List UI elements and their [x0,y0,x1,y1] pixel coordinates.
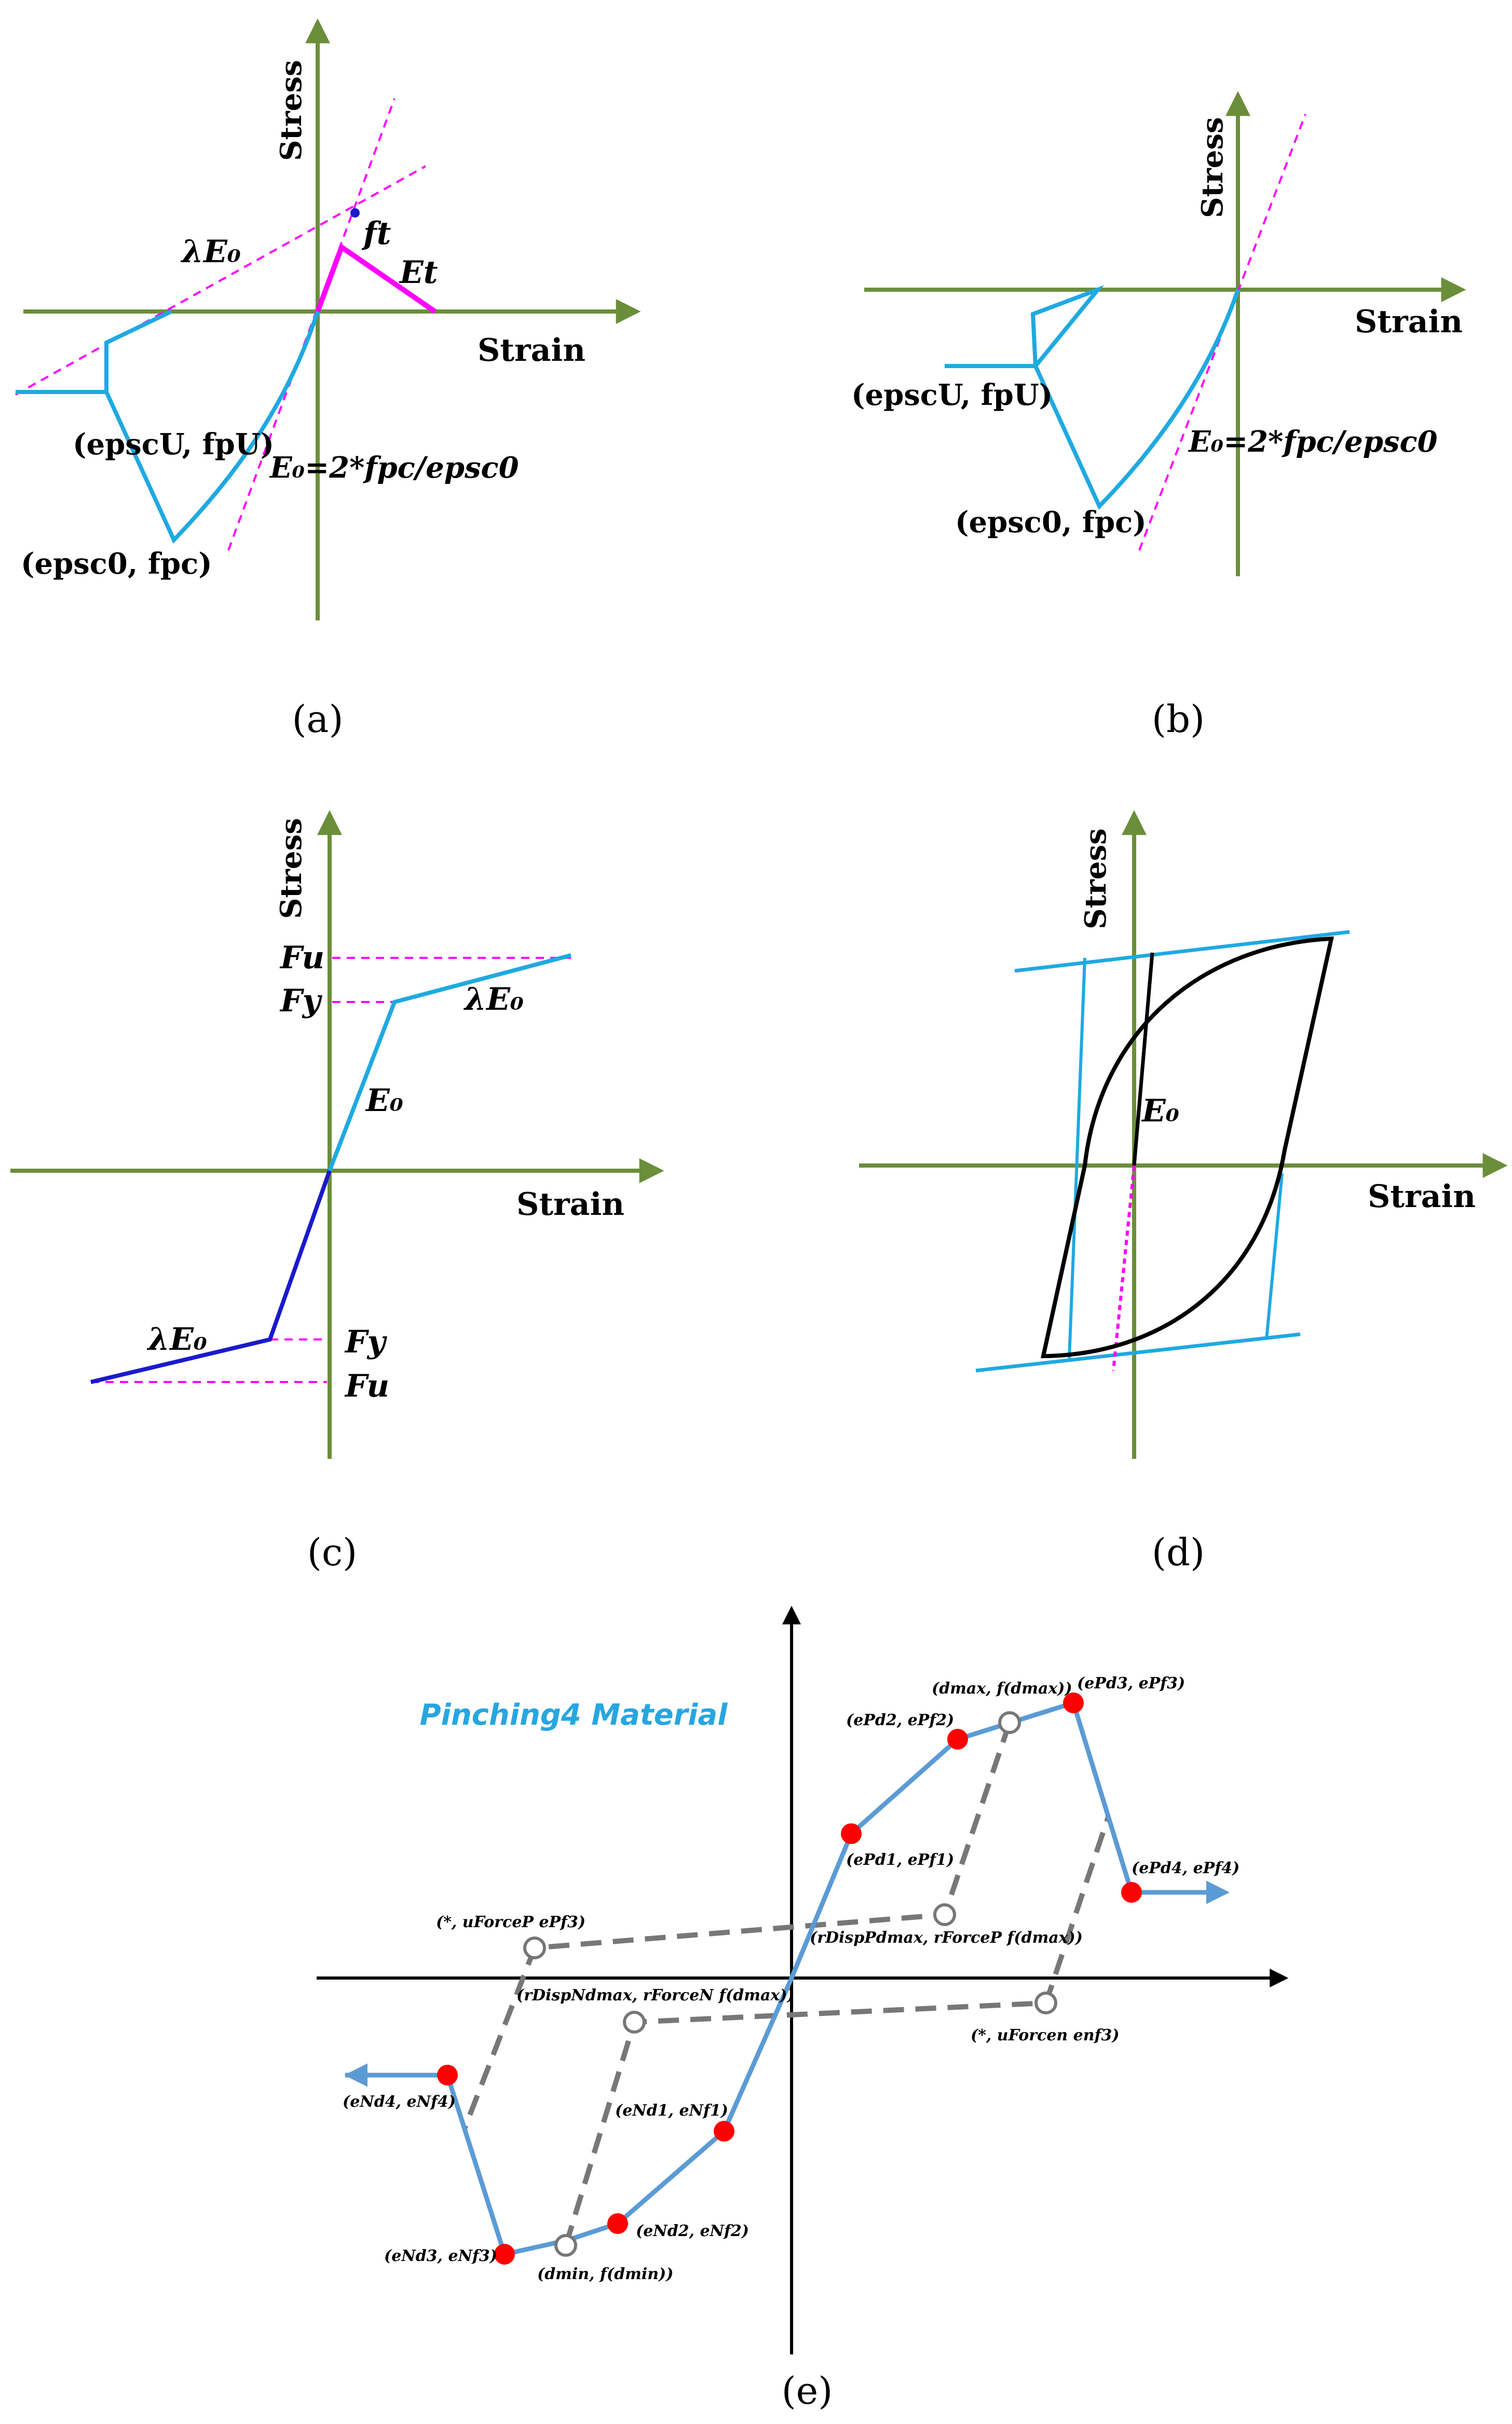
panel-b: Stress Strain (epscU, fpU) E₀=2*fpc/epsc… [851,91,1466,741]
panel-e-label-epd3: (ePd3, ePf3) [1077,1674,1185,1692]
panel-e-point-end3 [494,2244,515,2265]
panel-b-compression-curve [945,289,1240,510]
panel-e-label-end1: (eNd1, eNf1) [615,2102,728,2120]
panel-a-tangent-line [15,165,426,396]
panel-a-stress-label: Stress [274,60,308,161]
panel-e-label-uforcen: (*, uForcen enf3) [971,2026,1120,2044]
panel-d-e0-label: E₀ [1141,1093,1179,1129]
panel-a-compression-curve [16,310,320,544]
panel-c-stress-label: Stress [274,818,308,919]
panel-a-epscu-label: (epscU, fpU) [73,427,274,462]
panel-d-e0-dash [1112,1165,1136,1371]
panel-d-hysteresis-loop [1041,936,1334,1359]
panel-e-caption: (e) [782,2369,833,2413]
panel-c-fy-top-label: Fy [279,983,323,1019]
panel-d-caption: (d) [1152,1531,1205,1574]
panel-a-lambda-label: λE₀ [180,234,241,270]
panel-d-right-unload [1265,1173,1284,1340]
panel-e-point-end2 [607,2213,628,2234]
panel-a-unload-path [104,309,172,392]
panel-a-caption: (a) [292,697,343,741]
panel-d-bottom-bound [975,1332,1301,1373]
panel-c-fu-bottom-label: Fu [344,1368,389,1404]
panel-e-point-rdispn [623,2011,646,2034]
panel-d: Stress Strain E₀ (d) [859,810,1508,1574]
panel-b-strain-label: Strain [1355,304,1463,340]
panel-b-stress-label: Stress [1195,117,1230,219]
panel-a-strain-label: Strain [478,332,585,369]
panel-e-point-epd4 [1121,1882,1142,1903]
panel-a-tension-curve [315,243,437,314]
panel-a-ft-label: ft [361,215,391,252]
panel-b-e0-formula: E₀=2*fpc/epsc0 [1188,425,1438,459]
panel-d-strain-label: Strain [1368,1179,1476,1215]
panel-e-dashed-lower-path [563,1816,1111,2246]
panel-c-caption: (c) [307,1531,358,1574]
panel-d-stress-label: Stress [1079,829,1113,930]
panel-e-point-uforcep [523,1937,546,1959]
panel-e-title: Pinching4 Material [420,1698,728,1732]
panel-e-label-uforcep: (*, uForceP ePf3) [436,1913,585,1931]
panel-e-dashed-upper-path [462,1722,1012,2130]
panel-b-caption: (b) [1152,697,1205,741]
panel-e-label-dmin: (dmin, f(dmin)) [537,2265,673,2283]
panel-e-point-epd2 [947,1729,968,1750]
panel-e-label-end4: (eNd4, eNf4) [343,2093,456,2111]
panel-c-strain-label: Strain [516,1186,624,1223]
panel-e-point-dmax [998,1711,1021,1734]
panel-e-label-epd1: (ePd1, ePf1) [846,1851,954,1869]
panel-e-label-epd4: (ePd4, ePf4) [1132,1859,1239,1877]
panel-e-point-end4 [437,2065,458,2086]
panel-e-label-end2: (eNd2, eNf2) [636,2222,749,2240]
panel-a-intersection-dot [350,208,360,218]
panel-c-lambda-top-label: λE₀ [463,981,524,1018]
panel-c-fy-bottom-label: Fy [344,1324,388,1360]
panel-b-epscu-label: (epscU, fpU) [851,378,1053,412]
panel-c-e0-label: E₀ [365,1082,403,1119]
panel-a: Stress Strain λE₀ ft Et (epscU, fpU) E₀=… [15,18,641,741]
panel-e-point-uforcen [1034,1992,1057,2014]
panel-e-label-rdispp: (rDispPdmax, rForceP f(dmax)) [810,1929,1083,1947]
panel-c-negative-branch [90,1170,332,1384]
panel-e-label-end3: (eNd3, eNf3) [384,2247,497,2265]
panel-c-lambda-bottom-label: λE₀ [146,1321,207,1358]
panel-c: Stress Strain Fu Fy λE₀ E₀ λE₀ Fy Fu (c) [10,810,664,1574]
panel-e-label-dmax: (dmax, f(dmax)) [932,1680,1072,1698]
panel-e: Pinching4 Material (dmax, f(dmax)) (ePd3… [317,1605,1289,2413]
panel-e-point-rdispp [933,1903,956,1926]
panel-c-positive-branch [328,953,572,1172]
panel-d-left-unload [1068,957,1086,1359]
panel-d-e0-line [1132,952,1154,1166]
panel-a-e0-formula: E₀=2*fpc/epsc0 [269,451,519,485]
panel-a-et-label: Et [399,254,438,291]
panel-e-point-end1 [714,2121,734,2142]
panel-e-label-rdispn: (rDispNdmax, rForceN f(dmax)) [516,1986,795,2005]
panel-b-epsc0-label: (epsc0, fpc) [955,505,1147,539]
panel-a-epsc0-label: (epsc0, fpc) [21,547,212,581]
panel-b-unload-path [1030,285,1105,368]
panel-e-point-epd3 [1063,1692,1084,1713]
panel-e-point-dmin [554,2234,577,2257]
panel-e-point-epd1 [841,1823,862,1844]
panel-c-fu-top-label: Fu [279,940,324,976]
panel-e-backbone-curve [345,1700,1222,2257]
panel-e-label-epd2: (ePd2, ePf2) [846,1711,954,1729]
panel-d-top-bound [1014,930,1350,973]
